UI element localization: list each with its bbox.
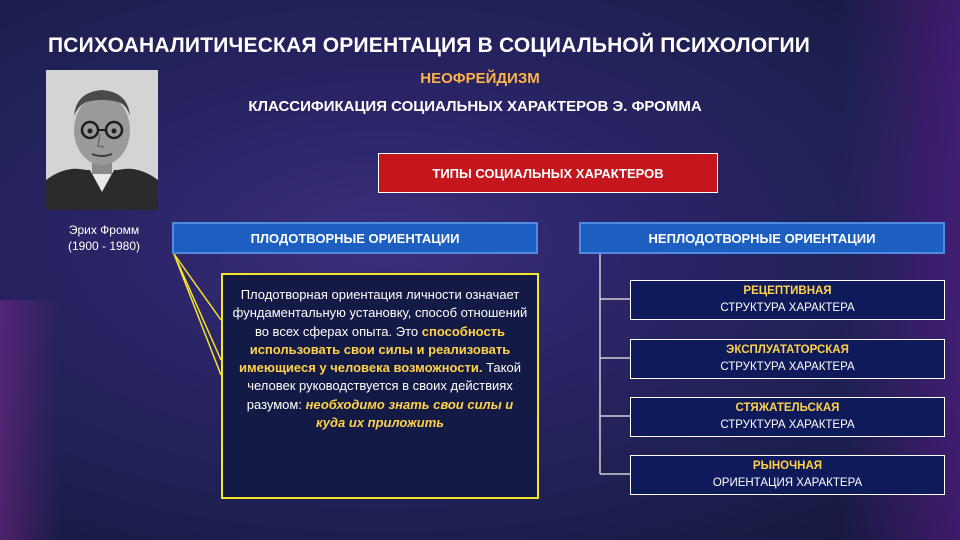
classification-heading: КЛАССИФИКАЦИЯ СОЦИАЛЬНЫХ ХАРАКТЕРОВ Э. Ф… xyxy=(248,98,702,115)
type-subtitle: СТРУКТУРА ХАРАКТЕРА xyxy=(720,419,855,431)
type-subtitle: ОРИЕНТАЦИЯ ХАРАКТЕРА xyxy=(712,477,863,489)
description-part3-prefix: Такой человек руководствуется в своих де… xyxy=(246,360,521,412)
productive-orientations-box: ПЛОДОТВОРНЫЕ ОРИЕНТАЦИИ xyxy=(172,222,538,254)
type-subtitle: СТРУКТУРА ХАРАКТЕРА xyxy=(720,302,855,314)
productive-description-callout: Плодотворная ориентация личности означае… xyxy=(221,273,539,499)
slide-title: ПСИХОАНАЛИТИЧЕСКАЯ ОРИЕНТАЦИЯ В СОЦИАЛЬН… xyxy=(48,34,811,57)
portrait-name: Эрих Фромм xyxy=(68,223,140,237)
background-glow-right xyxy=(840,0,960,540)
portrait-years: (1900 - 1980) xyxy=(67,239,141,253)
type-hoarding: СТЯЖАТЕЛЬСКАЯ СТРУКТУРА ХАРАКТЕРА xyxy=(630,397,945,437)
nonproductive-orientations-box: НЕПЛОДОТВОРНЫЕ ОРИЕНТАЦИИ xyxy=(579,222,945,254)
slide-subtitle: НЕОФРЕЙДИЗМ xyxy=(420,70,540,87)
type-exploitative: ЭКСПЛУАТАТОРСКАЯ СТРУКТУРА ХАРАКТЕРА xyxy=(630,339,945,379)
type-marketing: РЫНОЧНАЯ ОРИЕНТАЦИЯ ХАРАКТЕРА xyxy=(630,455,945,495)
portrait-photo xyxy=(46,70,158,210)
background-glow-left xyxy=(0,300,60,540)
tree-connectors xyxy=(599,254,630,475)
type-name: РЫНОЧНАЯ xyxy=(752,460,823,472)
type-name: РЕЦЕПТИВНАЯ xyxy=(743,285,832,297)
description-part3-highlight: необходимо знать свои силы и куда их при… xyxy=(305,396,514,431)
description-part2-prefix: Это xyxy=(395,323,419,339)
description-part1: Плодотворная ориентация личности означае… xyxy=(232,287,528,339)
type-name: ЭКСПЛУАТАТОРСКАЯ xyxy=(726,344,849,356)
type-subtitle: СТРУКТУРА ХАРАКТЕРА xyxy=(720,361,855,373)
type-receptive: РЕЦЕПТИВНАЯ СТРУКТУРА ХАРАКТЕРА xyxy=(630,280,945,320)
callout-pointer xyxy=(173,253,222,376)
types-header-box: ТИПЫ СОЦИАЛЬНЫХ ХАРАКТЕРОВ xyxy=(378,153,718,193)
type-name: СТЯЖАТЕЛЬСКАЯ xyxy=(735,402,840,414)
description-part2-highlight: способность использовать свои силы и реа… xyxy=(239,323,511,376)
portrait-caption: Эрих Фромм (1900 - 1980) xyxy=(44,222,164,254)
